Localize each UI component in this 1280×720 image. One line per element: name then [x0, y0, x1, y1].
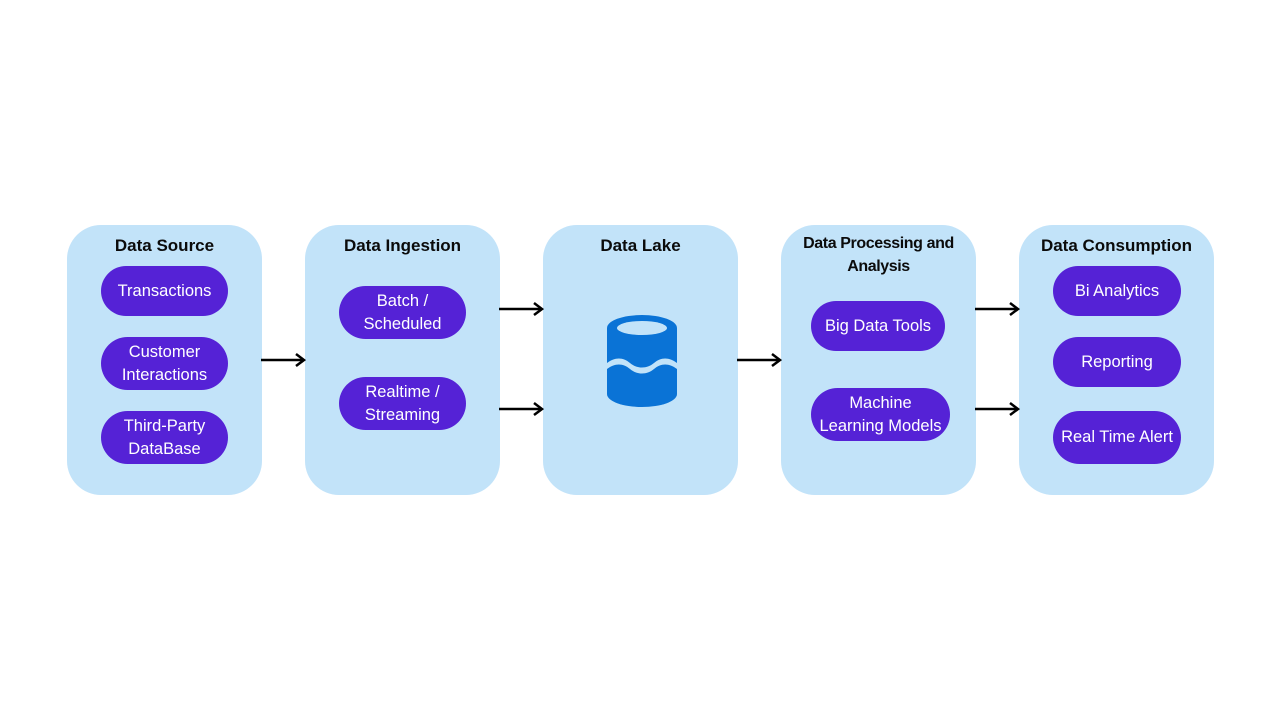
panel-title-data-processing: Data Processing and Analysis [803, 235, 954, 275]
panel-data-ingestion: Data Ingestion Batch / Scheduled Realtim… [305, 225, 500, 495]
panel-title-data-source: Data Source [114, 236, 215, 255]
pill-machine-learning-models: Machine Learning Models [811, 388, 950, 441]
panel-data-source: Data Source Transactions Customer Intera… [67, 225, 262, 495]
arrow-processing-to-consumption-bottom [975, 402, 1020, 416]
data-lake-database-icon [607, 315, 677, 407]
pill-bi-analytics: Bi Analytics [1053, 266, 1181, 316]
panel-title-data-lake: Data Lake [600, 236, 681, 255]
pill-customer-interactions: Customer Interactions [101, 337, 228, 390]
arrow-batch-to-lake [499, 302, 544, 316]
pill-batch-scheduled: Batch / Scheduled [339, 286, 466, 339]
pill-big-data-tools: Big Data Tools [811, 301, 945, 351]
pill-realtime-streaming: Realtime / Streaming [339, 377, 466, 430]
panel-title-data-ingestion: Data Ingestion [343, 236, 462, 255]
arrow-processing-to-consumption-top [975, 302, 1020, 316]
panel-title-data-consumption: Data Consumption [1040, 236, 1193, 255]
pill-real-time-alert: Real Time Alert [1053, 411, 1181, 464]
pill-reporting: Reporting [1053, 337, 1181, 387]
pill-third-party-database: Third-Party DataBase [101, 411, 228, 464]
panel-data-consumption: Data Consumption Bi Analytics Reporting … [1019, 225, 1214, 495]
arrow-realtime-to-lake [499, 402, 544, 416]
panel-data-processing: Data Processing and Analysis Big Data To… [781, 225, 976, 495]
pill-transactions: Transactions [101, 266, 228, 316]
arrow-lake-to-processing [737, 353, 782, 367]
arrow-source-to-ingestion [261, 353, 306, 367]
